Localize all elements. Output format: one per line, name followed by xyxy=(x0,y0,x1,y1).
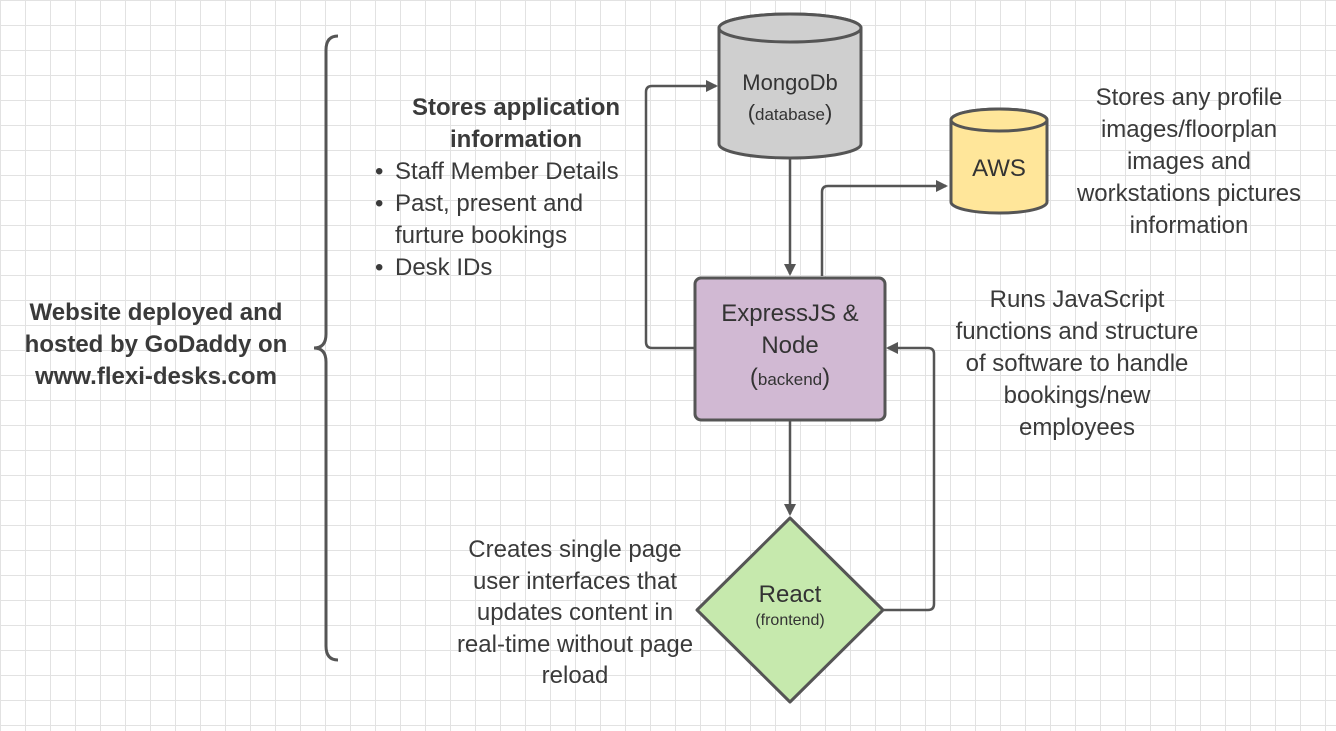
backend-role: (backend) xyxy=(749,364,831,391)
react-label: React (frontend) xyxy=(720,580,860,632)
backend-node xyxy=(693,276,887,422)
mongodb-name: MongoDb xyxy=(742,70,838,95)
backend-name-line2: Node xyxy=(761,332,819,359)
hosting-note: Website deployed and hosted by GoDaddy o… xyxy=(0,297,312,393)
mongodb-node xyxy=(717,12,863,160)
aws-note: Stores any profile images/floorplan imag… xyxy=(1076,84,1302,239)
db-note-title: Stores application information xyxy=(411,94,621,153)
hosting-brace xyxy=(313,34,339,662)
db-note-item: Desk IDs xyxy=(375,252,655,284)
mongodb-role: (database) xyxy=(747,100,833,125)
db-note-item: Past, present and furture bookings xyxy=(375,188,655,252)
aws-name: AWS xyxy=(972,155,1026,182)
backend-label: ExpressJS & Node (backend) xyxy=(695,298,885,396)
aws-node xyxy=(949,107,1049,215)
connector-react-to-backend xyxy=(884,342,936,612)
mongodb-label: MongoDb (database) xyxy=(719,68,861,130)
aws-label: AWS xyxy=(951,154,1047,184)
react-node xyxy=(695,516,885,704)
backend-name-line1: ExpressJS & xyxy=(721,300,859,327)
hosting-line: hosted by GoDaddy on xyxy=(24,331,288,358)
db-note-item: Staff Member Details xyxy=(375,156,655,188)
connector-backend-to-aws xyxy=(820,180,948,276)
react-note: Creates single page user interfaces that… xyxy=(456,536,694,689)
react-name: React xyxy=(758,581,822,608)
react-role: (frontend) xyxy=(755,612,825,629)
hosting-line: www.flexi-desks.com xyxy=(35,363,277,390)
db-note-list: Staff Member Details Past, present and f… xyxy=(375,156,655,284)
hosting-line: Website deployed and xyxy=(29,299,283,326)
backend-note: Runs JavaScript functions and structure … xyxy=(955,286,1199,441)
